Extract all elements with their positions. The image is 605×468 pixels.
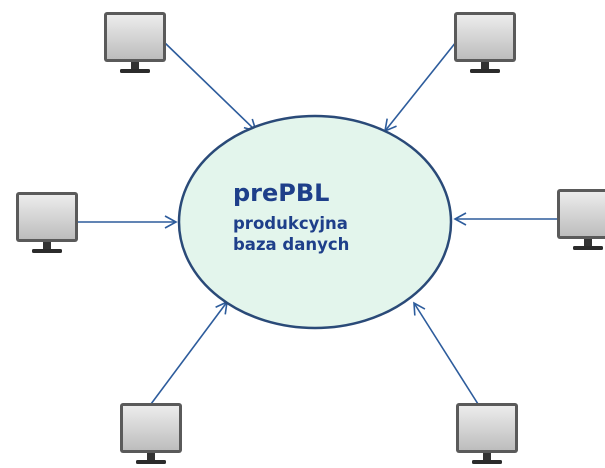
monitor-icon <box>16 192 78 253</box>
monitor-icon <box>104 12 166 73</box>
connection-arrow-bottom-right <box>413 301 479 405</box>
database-ellipse <box>177 114 453 330</box>
database-name: prePBL <box>233 179 330 207</box>
monitor-icon <box>557 189 605 250</box>
connection-arrow-bottom-left <box>150 300 228 405</box>
monitor-icon <box>456 403 518 464</box>
connection-arrow-top-left <box>163 41 258 133</box>
database-description-line-1: produkcyjna <box>233 214 348 233</box>
database-description-line-2: baza danych <box>233 234 350 254</box>
database-label: prePBL produkcyjna baza danych <box>233 178 349 255</box>
monitor-icon <box>454 12 516 73</box>
connection-arrow-top-right <box>383 41 457 133</box>
monitor-icon <box>120 403 182 464</box>
